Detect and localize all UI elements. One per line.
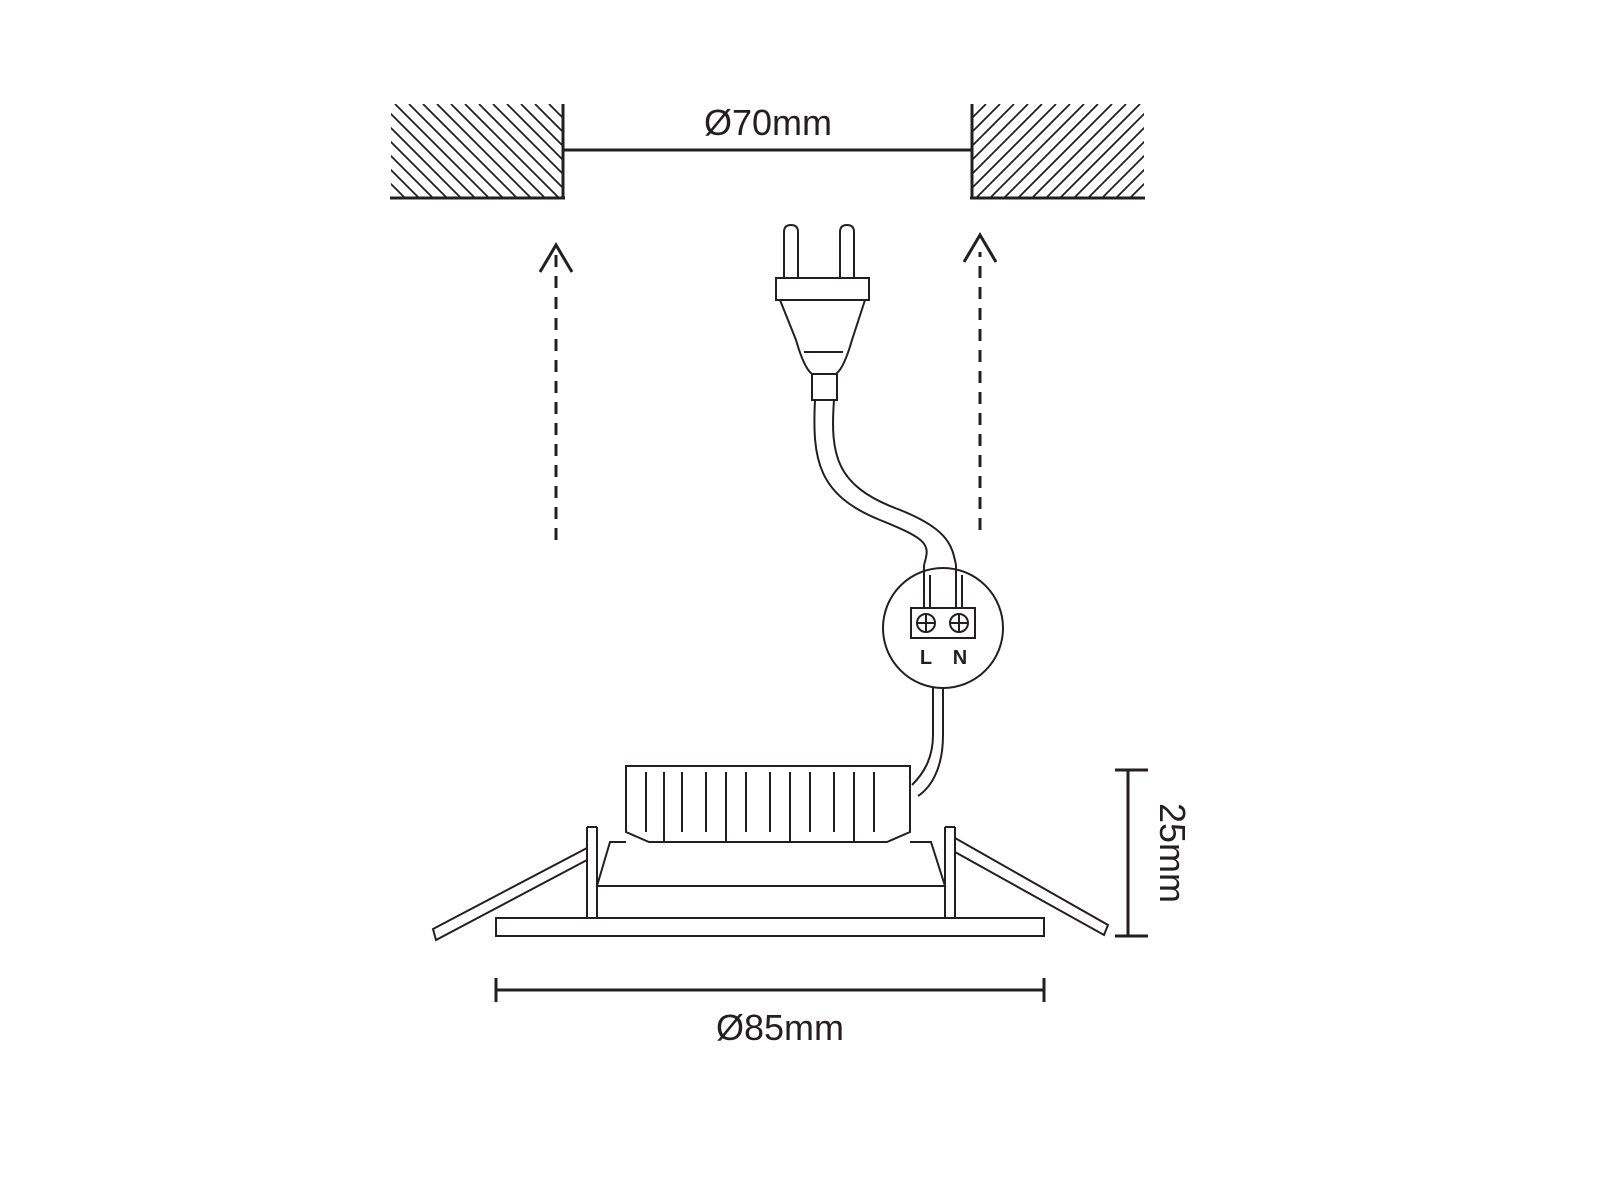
screw-icon-live [916, 613, 936, 633]
hatch-line [1129, 182, 1144, 198]
outer-diameter-dimension [494, 978, 1046, 1002]
terminal-label-live: L [920, 647, 932, 669]
right-spring-clip [954, 837, 1110, 937]
hatch-line [436, 104, 532, 198]
hatch-line [1115, 168, 1144, 198]
hatch-line [391, 154, 434, 198]
hatch-line [972, 104, 1029, 162]
hatch-line [450, 104, 546, 198]
hatch-line [1143, 196, 1144, 198]
hatch-line [972, 104, 1057, 190]
power-cable [813, 399, 957, 566]
hatch-line [1200, 104, 1294, 198]
hatch-line [464, 104, 560, 198]
hatch-line [989, 104, 1085, 198]
hatch-line [975, 104, 1071, 198]
hatch-line [478, 104, 563, 190]
hatch-line [1017, 104, 1113, 198]
hatch-line [394, 104, 490, 198]
hatch-line [1158, 104, 1252, 198]
trim-ring [495, 917, 1045, 937]
hatch-line [1045, 104, 1141, 198]
hatch-line [492, 104, 563, 176]
hatch-line [391, 140, 448, 198]
hatch-line [1228, 104, 1322, 198]
downlight-fixture [431, 765, 1110, 942]
light-cable [911, 688, 944, 797]
hatch-line [422, 104, 518, 198]
hatch-line [1059, 112, 1144, 198]
hatch-line [972, 104, 1001, 134]
hatch-line [1186, 104, 1280, 198]
hatch-line [972, 104, 1043, 176]
hatch-line [408, 104, 504, 198]
terminal-label-neutral: N [953, 647, 967, 669]
hatch-line [391, 126, 462, 198]
hatch-line [391, 182, 406, 198]
height-dimension [1115, 768, 1148, 938]
hatch-line [972, 104, 1015, 148]
hatch-line [520, 104, 563, 148]
hatch-line [391, 112, 476, 198]
left-insert-arrow [538, 242, 574, 540]
hatch-line [391, 168, 420, 198]
ceiling-left-block [391, 104, 563, 198]
hatch-line [1031, 104, 1127, 198]
hatch-line [391, 196, 392, 198]
hole-diameter-label: Ø70mm [704, 102, 832, 143]
hatch-line [534, 104, 563, 134]
hatch-line [1003, 104, 1099, 198]
hatch-line [1087, 140, 1144, 198]
screw-icon-neutral [949, 613, 969, 633]
hatch-line [1172, 104, 1266, 198]
right-insert-arrow [962, 232, 998, 530]
ceiling-right-block [972, 104, 1322, 198]
left-spring-clip [431, 847, 588, 942]
hatch-line [1073, 126, 1144, 198]
height-label: 25mm [1152, 803, 1193, 903]
hatch-line [1214, 104, 1308, 198]
plug-icon [775, 223, 870, 401]
terminal-box: L N [882, 565, 1004, 689]
hatch-line [506, 104, 563, 162]
outer-diameter-label: Ø85mm [716, 1007, 844, 1048]
hatch-line [1101, 154, 1144, 198]
